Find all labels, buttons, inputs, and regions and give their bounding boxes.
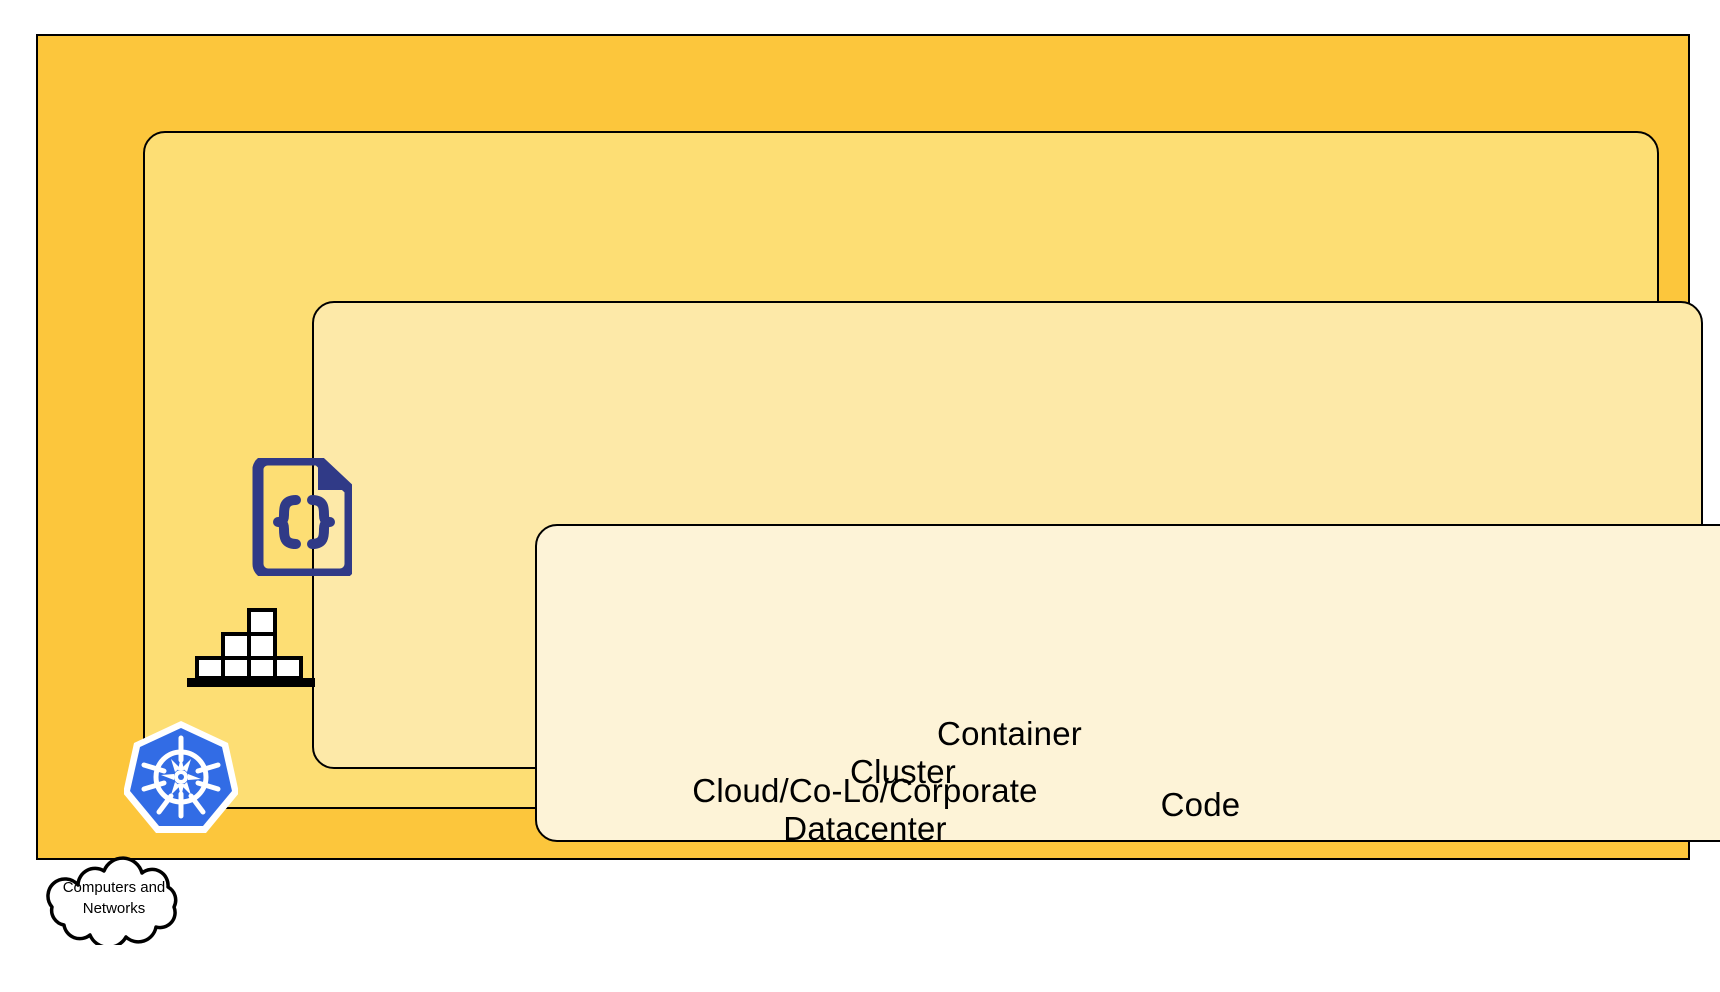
layer-label-container: Container xyxy=(937,715,1082,752)
cloud-label-computers-and-networks: Computers and Networks xyxy=(62,879,166,917)
layer-code[interactable]: Code xyxy=(535,524,1720,842)
layer-label-datacenter: Cloud/Co-Lo/Corporate Datacenter xyxy=(692,772,1038,847)
container-bricks-icon xyxy=(187,608,315,688)
kubernetes-logo-icon xyxy=(123,720,239,834)
layer-container[interactable]: Code Container xyxy=(312,301,1720,842)
layer-label-cluster: Cluster xyxy=(850,753,956,790)
layer-datacenter[interactable]: Code Container Cluster Cloud/Co-Lo/Corpo… xyxy=(36,34,1720,860)
code-json-document-icon xyxy=(246,454,356,580)
cloud-computers-and-networks[interactable]: Computers and Networks xyxy=(38,855,190,945)
layer-cluster[interactable]: Code Container Cluster xyxy=(143,131,1720,842)
layer-label-code: Code xyxy=(1160,786,1241,823)
